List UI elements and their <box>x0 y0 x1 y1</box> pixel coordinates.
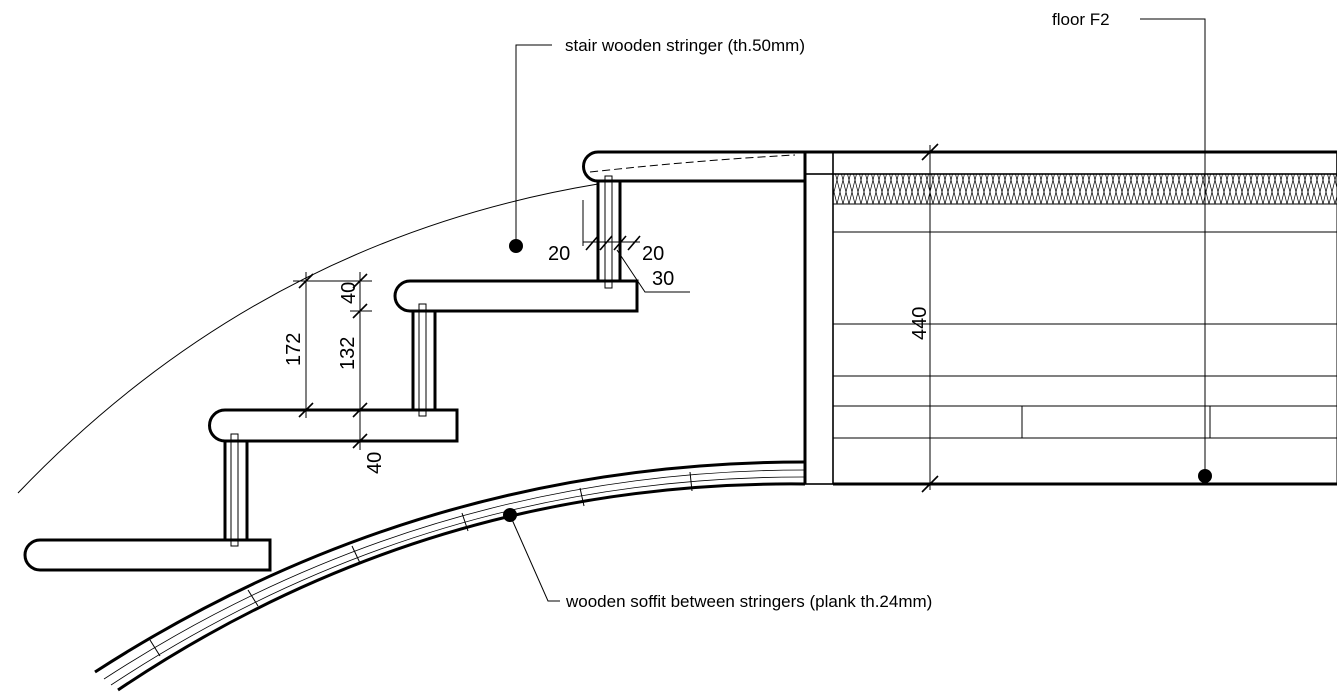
wooden-soffit <box>94 460 806 692</box>
stair-steps <box>23 175 639 572</box>
dimension-20-left: 20 <box>548 243 570 265</box>
dimension-132: 132 <box>337 337 359 370</box>
riser-thickness-dimension <box>582 200 690 293</box>
stringer-profile-curve <box>17 183 599 494</box>
stringer-leader <box>509 44 552 253</box>
landing-plank <box>582 150 807 183</box>
stringer-label: stair wooden stringer (th.50mm) <box>565 36 805 55</box>
step-height-dimensions <box>293 272 372 450</box>
dimension-20-right: 20 <box>642 243 664 265</box>
dimension-40-bottom: 40 <box>364 452 386 474</box>
slab-thickness-dimension <box>921 143 939 493</box>
dimension-40-top: 40 <box>338 282 360 304</box>
dimension-440: 440 <box>909 307 931 340</box>
soffit-label: wooden soffit between stringers (plank t… <box>565 592 932 611</box>
floor-slab <box>803 150 1337 486</box>
floor-label: floor F2 <box>1052 10 1110 29</box>
dimension-30: 30 <box>652 268 674 290</box>
floor-leader <box>1140 18 1212 483</box>
dimension-172: 172 <box>283 333 305 366</box>
soffit-leader <box>503 508 560 602</box>
